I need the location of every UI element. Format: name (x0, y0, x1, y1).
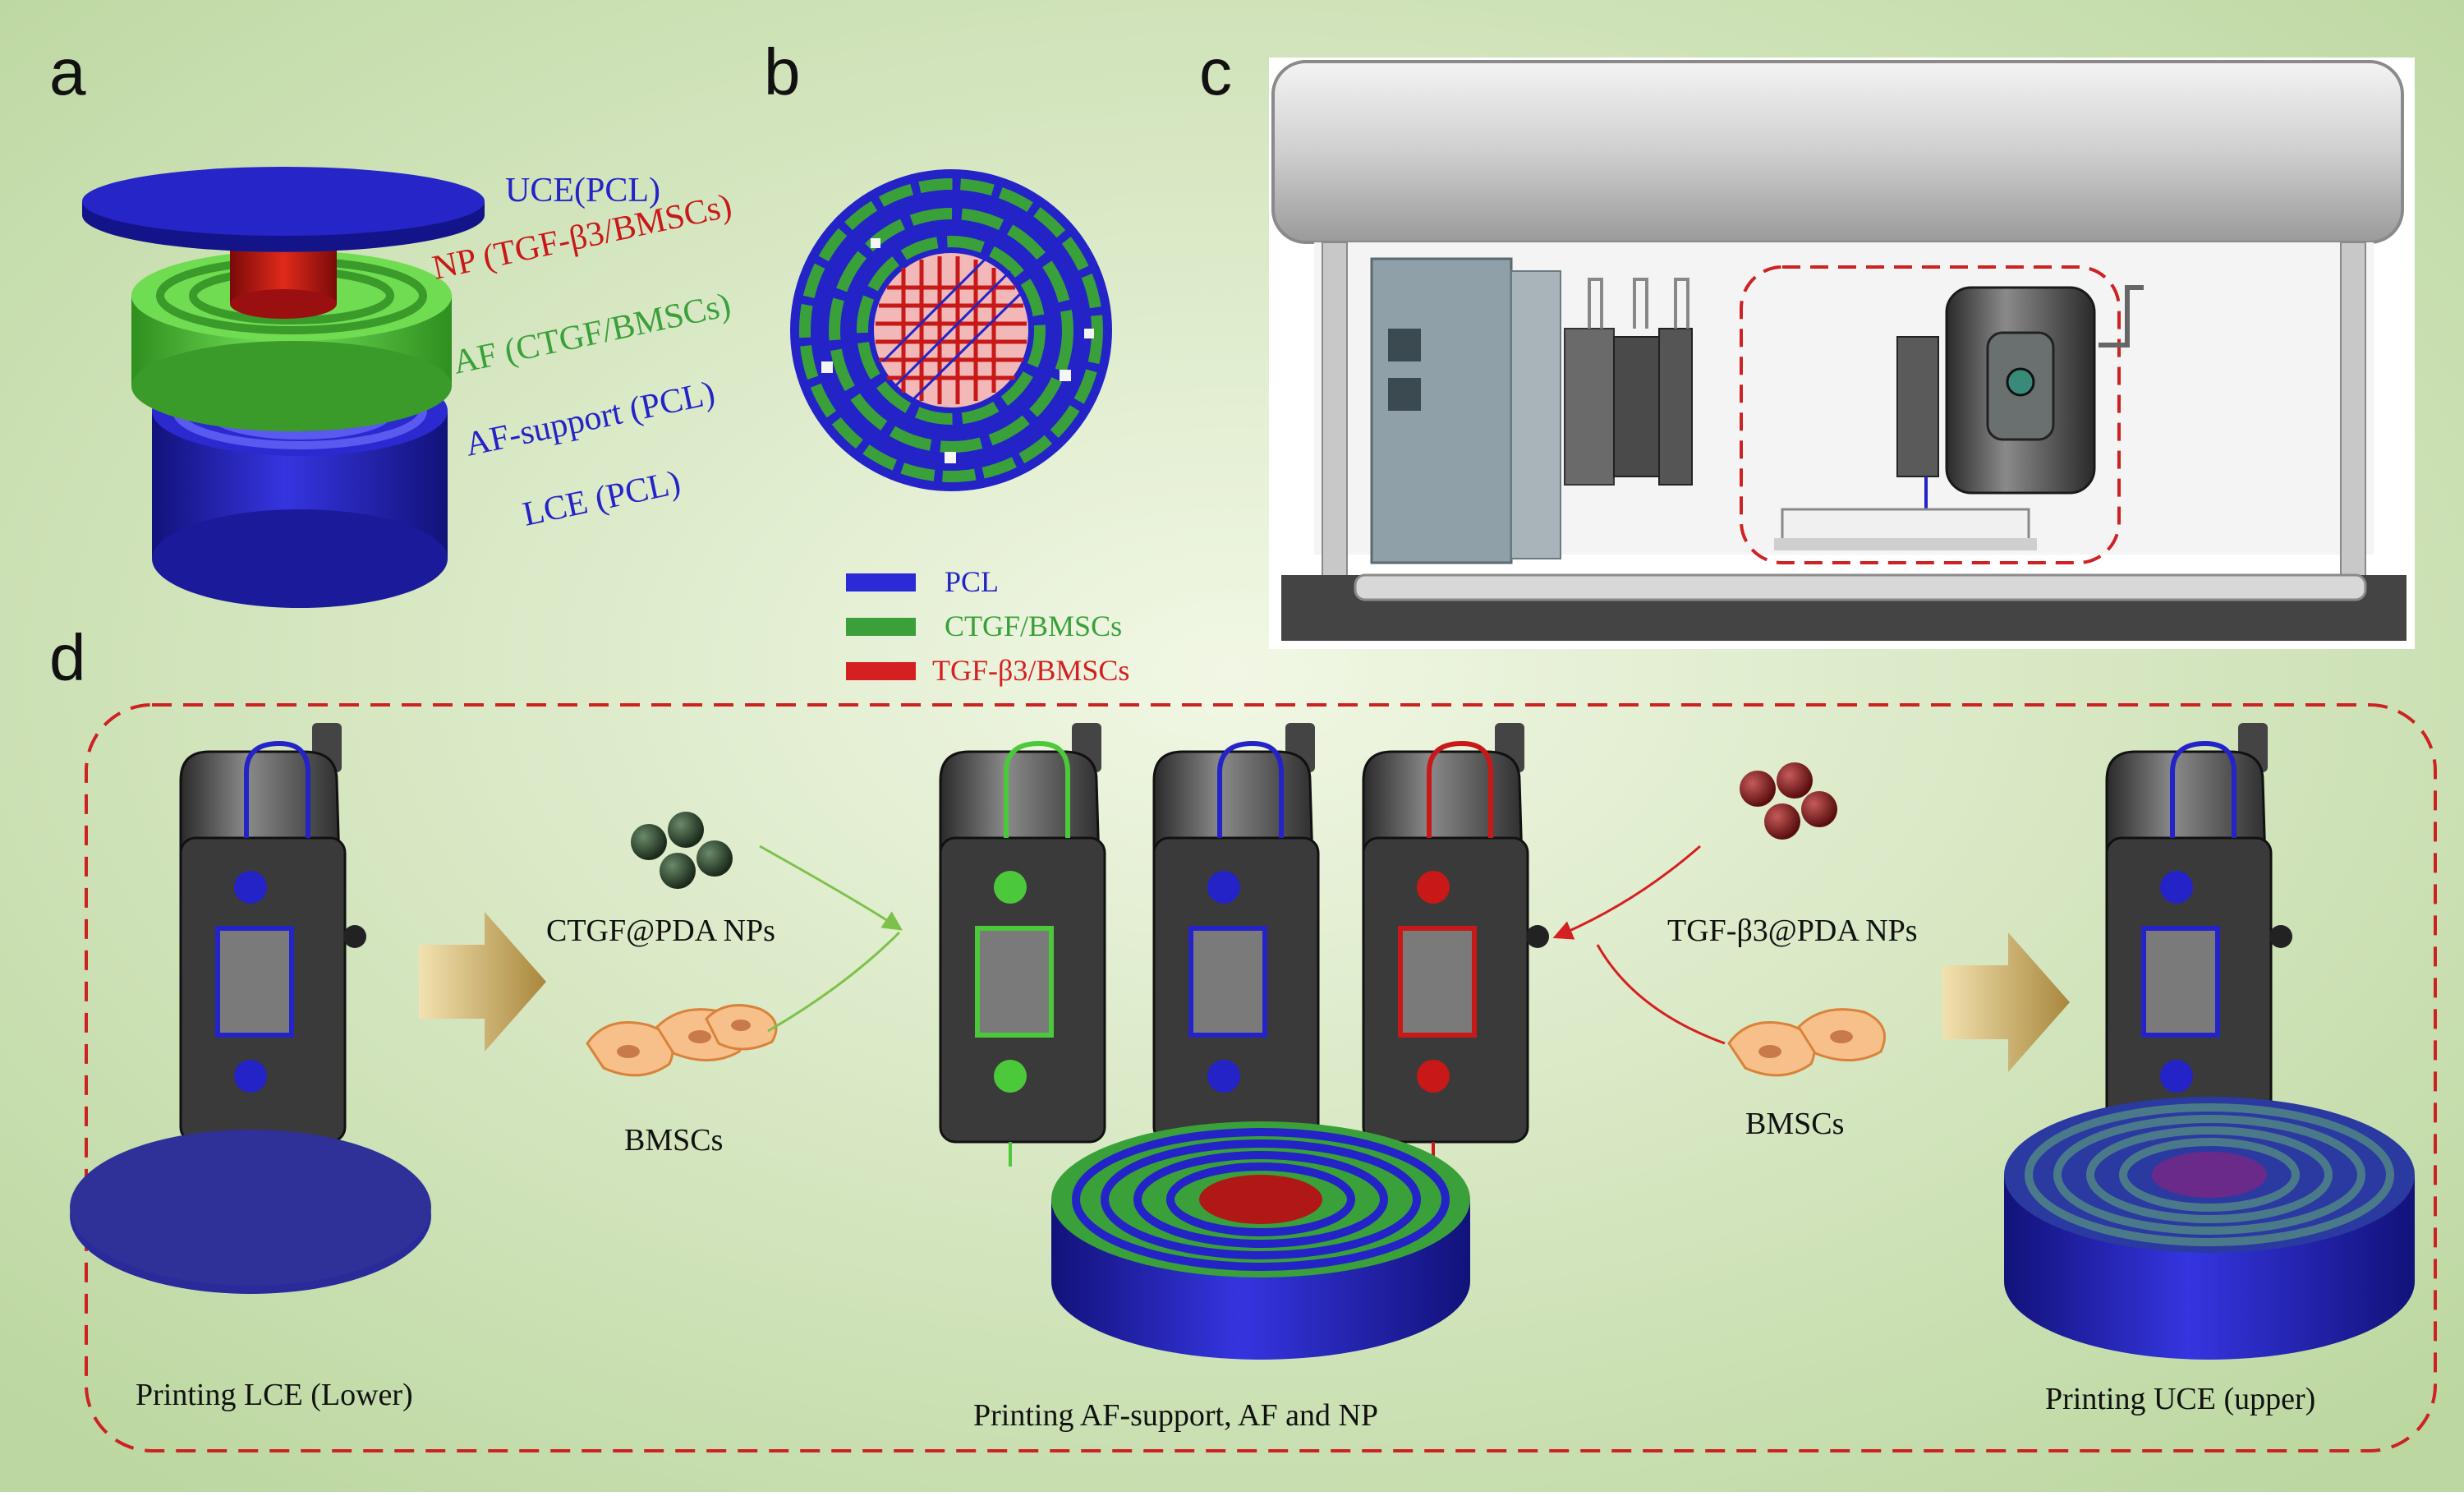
print-head-np (1362, 723, 1549, 1167)
panel-b: b (764, 35, 1129, 687)
legend-swatch-pcl (846, 573, 916, 591)
arrow-bmscs-right (1596, 944, 1726, 1045)
caption-lce: Printing LCE (Lower) (136, 1378, 413, 1412)
legend-label-tgf: TGF-β3/BMSCs (932, 654, 1129, 687)
ctgf-nanoparticles (631, 812, 733, 889)
uce-scaffold-printed (2004, 1097, 2415, 1360)
arrow-ctgf (759, 845, 903, 931)
print-head-af-support (1152, 723, 1320, 1167)
label-ctgf-np: CTGF@PDA NPs (546, 914, 775, 948)
tgf-nanoparticles (1740, 762, 1837, 840)
highlight-region (1740, 265, 2121, 564)
print-head-lce (179, 723, 366, 1167)
uce-disc (82, 167, 485, 252)
bmscs-cells-right (1727, 1008, 1886, 1077)
panel-c: c (1199, 35, 2415, 649)
arrow-tgf (1552, 845, 1701, 940)
caption-uce: Printing UCE (upper) (2045, 1382, 2315, 1416)
process-arrow-2 (1942, 932, 2070, 1072)
multi-head-cluster (1564, 278, 1693, 486)
legend-label-pcl: PCL (945, 565, 999, 598)
print-head-closeup (1774, 285, 2144, 550)
label-tgf-np: TGF-β3@PDA NPs (1667, 914, 1918, 948)
legend-label-ctgf: CTGF/BMSCs (945, 610, 1122, 642)
panel-a: a UCE(PCL) NP (TGF-β3/ (49, 35, 735, 608)
bioprinter (1269, 58, 2415, 649)
print-head-af (939, 723, 1106, 1167)
panel-c-letter: c (1199, 35, 1232, 108)
legend-swatch-tgf (846, 662, 916, 680)
process-border (85, 703, 2437, 1452)
printer-top-housing (1271, 60, 2404, 244)
panel-d: d Printing LCE (Lower) CTGF@P (49, 621, 2437, 1452)
bmscs-cells-left (586, 1004, 778, 1077)
legend: PCL CTGF/BMSCs TGF-β3/BMSCs (846, 565, 1129, 687)
label-uce: UCE(PCL) (505, 172, 660, 209)
af-scaffold-printed (1051, 1121, 1470, 1360)
panel-a-letter: a (49, 35, 86, 108)
legend-swatch-ctgf (846, 618, 916, 636)
process-arrow-1 (419, 912, 546, 1052)
arrow-bmscs-left (767, 931, 901, 1033)
lce-disc-printed (70, 1130, 431, 1294)
top-view-scaffold (790, 169, 1112, 491)
print-head-uce (2105, 723, 2292, 1167)
panel-d-letter: d (49, 621, 86, 694)
caption-af: Printing AF-support, AF and NP (973, 1398, 1378, 1433)
label-bmscs-left: BMSCs (624, 1123, 723, 1158)
label-bmscs-right: BMSCs (1745, 1107, 1844, 1141)
panel-b-letter: b (764, 35, 801, 108)
